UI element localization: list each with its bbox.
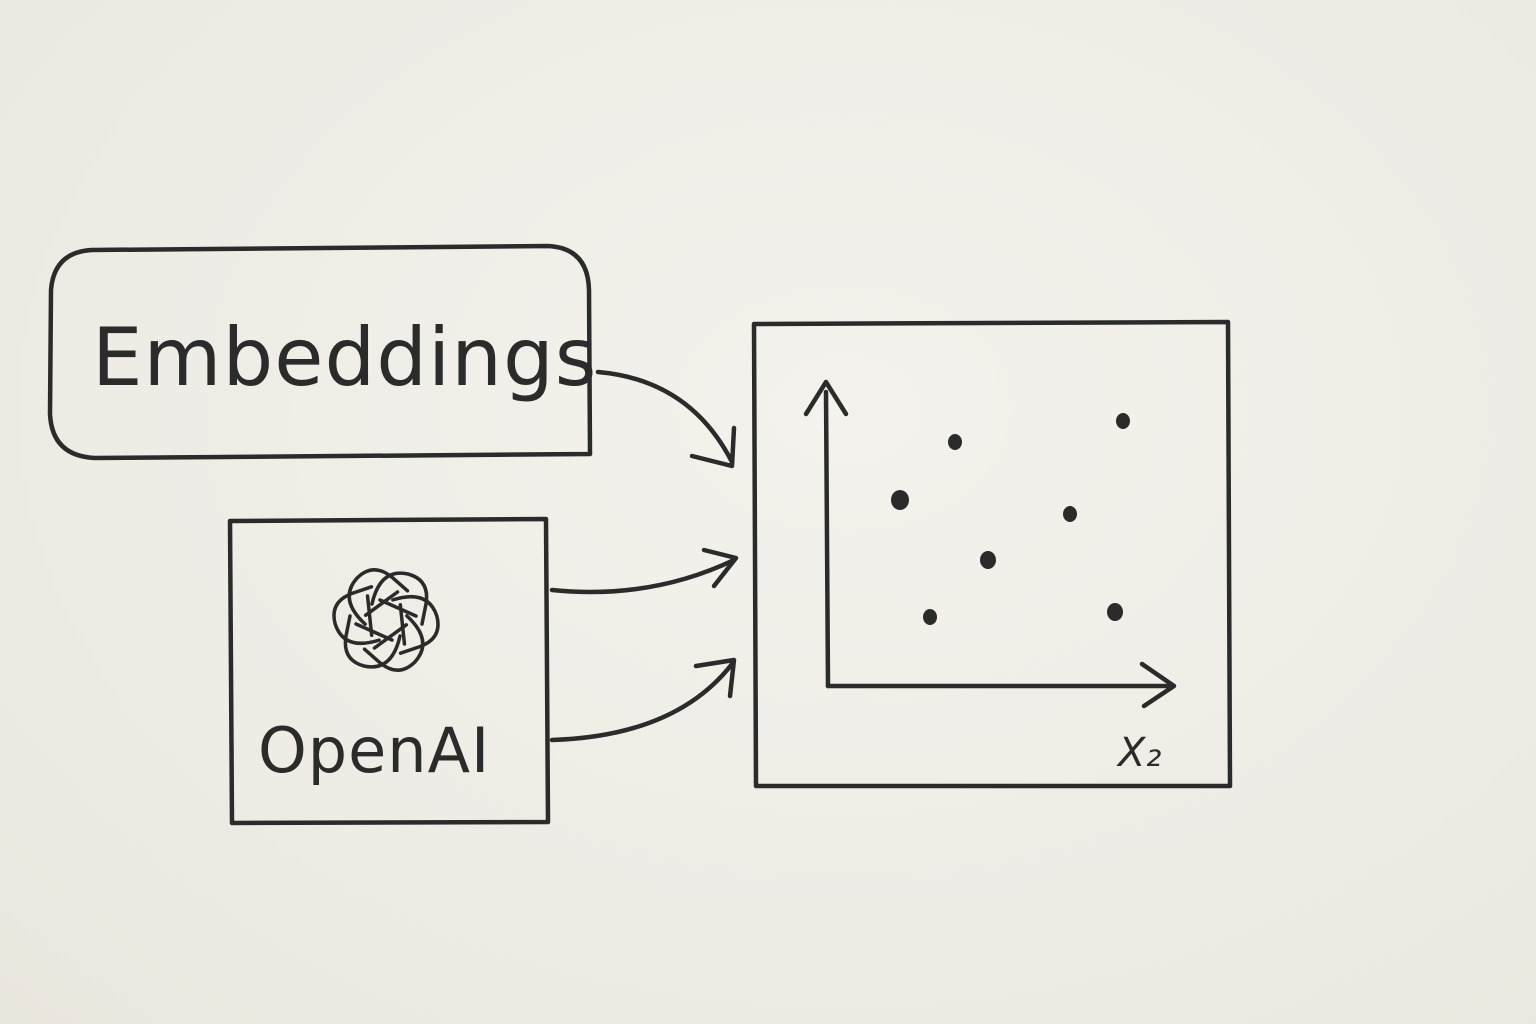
scatter-points	[891, 413, 1130, 625]
arrow-embeddings-head	[689, 425, 737, 469]
arrow-openai-top-to-chart	[549, 557, 737, 595]
arrow-openai-bottom-head	[693, 657, 737, 699]
scatter-point	[923, 609, 937, 625]
y-axis-arrowhead	[803, 379, 849, 417]
openai-label: OpenAI	[258, 714, 490, 787]
arrow-embeddings-to-chart	[595, 369, 735, 465]
scatter-point	[980, 551, 996, 569]
embeddings-label: Embeddings	[92, 311, 597, 404]
y-axis	[823, 389, 831, 689]
scatter-point	[1116, 413, 1130, 429]
arrow-openai-top-head	[701, 547, 739, 589]
connector-arrows	[549, 369, 739, 743]
scatter-point	[948, 434, 962, 450]
x-axis-label: X₂	[1116, 730, 1161, 776]
openai-logo-icon	[332, 568, 440, 672]
x-axis-arrowhead	[1139, 661, 1177, 709]
embeddings-box: Embeddings	[47, 243, 597, 461]
openai-box-outline	[227, 516, 551, 826]
scatter-point	[1063, 506, 1077, 522]
scatter-point	[1107, 603, 1123, 621]
arrow-openai-bottom-to-chart	[549, 661, 735, 743]
scatter-chart: X₂	[751, 319, 1233, 789]
scatter-point	[891, 490, 909, 510]
embeddings-box-outline	[47, 243, 593, 461]
openai-box: OpenAI	[227, 516, 551, 826]
chart-frame	[751, 319, 1233, 789]
